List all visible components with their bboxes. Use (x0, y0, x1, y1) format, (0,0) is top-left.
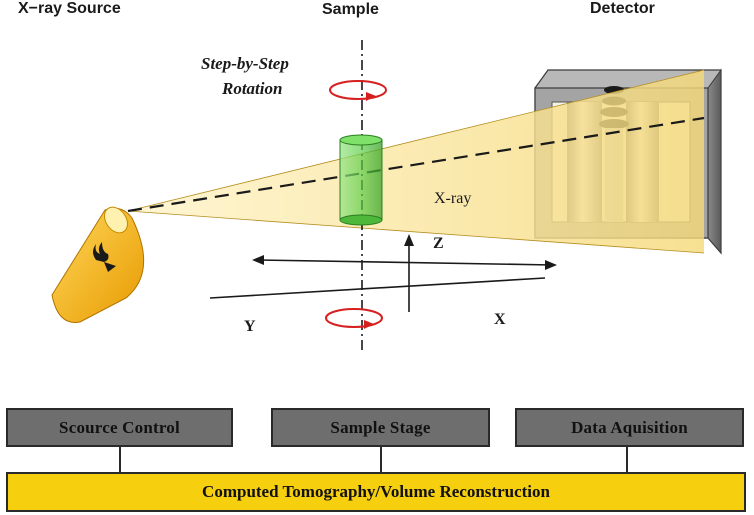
axis-label-x: X (494, 311, 506, 328)
label-rotation-line1: Step-by-Step (201, 54, 289, 73)
coordinate-axes (209, 234, 557, 312)
sample-cylinder (339, 134, 383, 226)
label-detector: Detector (590, 0, 655, 17)
xray-beam (127, 69, 705, 254)
label-sample: Sample (322, 1, 379, 18)
data-acquisition-box: Data Aquisition (515, 408, 744, 447)
rotation-arrow-bottom-icon (325, 308, 383, 329)
reconstruction-bar: Computed Tomography/Volume Reconstructio… (6, 472, 746, 512)
flame-icon (93, 242, 116, 272)
rotation-arrow-top-icon (329, 80, 387, 101)
axis-label-y: Y (244, 318, 256, 335)
label-xray-beam: X-ray (434, 190, 472, 207)
sample-stage-box: Sample Stage (271, 408, 490, 447)
label-rotation-line2: Rotation (222, 79, 283, 98)
label-xray-source: X−ray Source (18, 0, 121, 17)
axis-label-z: Z (433, 235, 444, 252)
xray-source (51, 206, 145, 323)
source-control-box: Scource Control (6, 408, 233, 447)
